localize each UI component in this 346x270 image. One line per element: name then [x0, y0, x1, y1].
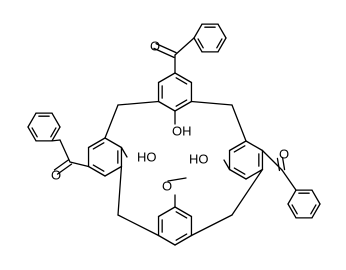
- methylene-bridge: [104, 104, 119, 139]
- left-ring-bond: [104, 165, 123, 177]
- carbonyl-double-bond-left: [53, 159, 70, 171]
- right-ring-bond: [245, 168, 264, 180]
- ketone-bond-left: [51, 139, 61, 142]
- top-ring-bond: [157, 72, 176, 84]
- benzoyl-phenyl-left-inner-bond: [50, 127, 57, 138]
- benzoyl-phenyl-top-inner-bond: [197, 38, 204, 49]
- benzoyl-phenyl-right-bond: [311, 189, 321, 205]
- methylene-bridge: [231, 168, 264, 216]
- right-ring-bond: [245, 140, 264, 152]
- hydroxyl-bond-left: [120, 146, 128, 158]
- bottom-ring-bond: [174, 206, 193, 218]
- benzoyl-phenyl-top-inner-bond: [216, 38, 223, 49]
- carbonyl-oxygen-label-top: O: [150, 39, 160, 54]
- top-ring-inner-bond: [175, 99, 188, 107]
- benzoyl-phenyl-left-inner-bond: [31, 127, 38, 138]
- bottom-ring-bond: [174, 234, 193, 246]
- ketone-bond-top: [174, 37, 195, 56]
- top-ring-bond: [174, 72, 193, 84]
- methylene-bridge: [190, 214, 233, 237]
- right-ring-inner-bond: [233, 145, 246, 153]
- benzoyl-phenyl-right-inner-bond: [310, 204, 317, 215]
- benzoyl-phenyl-right-inner-bond: [291, 204, 298, 215]
- benzoyl-phenyl-left-bond: [27, 126, 37, 142]
- right-ring-inner-bond: [233, 167, 246, 175]
- benzoyl-phenyl-right-bond: [311, 203, 321, 219]
- benzoyl-phenyl-top-bond: [193, 37, 203, 53]
- methylene-bridge: [231, 104, 247, 142]
- top-ring-inner-bond: [175, 77, 188, 85]
- carbonyl-oxygen-label-right: O: [279, 147, 289, 162]
- left-ring-bond: [104, 137, 123, 149]
- carbonyl-double-bond-right: [276, 157, 281, 172]
- methylene-bridge: [117, 100, 160, 106]
- left-ring-inner-bond: [92, 142, 105, 150]
- methyl-bond: [167, 177, 187, 182]
- bottom-ring-inner-bond: [175, 211, 188, 219]
- bond-lines: [27, 23, 321, 246]
- benzoyl-phenyl-right-bond: [287, 203, 297, 219]
- benzoyl-phenyl-left-bond: [51, 112, 61, 128]
- benzoyl-phenyl-left-bond: [27, 112, 37, 128]
- hydroxyl-bond-right: [223, 159, 231, 171]
- methoxy-oxygen-label: O: [162, 179, 172, 194]
- bottom-ring-bond: [157, 206, 176, 218]
- benzoyl-phenyl-right-bond: [287, 189, 297, 205]
- benzoyl-phenyl-top-bond: [193, 23, 203, 39]
- methylene-bridge: [190, 100, 233, 106]
- left-ring-inner-bond: [92, 164, 105, 172]
- ketone-bond-left: [59, 139, 71, 163]
- carbonyl-double-bond-top: [153, 47, 175, 59]
- methylene-bridge: [117, 165, 123, 216]
- benzoyl-phenyl-top-bond: [217, 37, 227, 53]
- right-ring-bond: [228, 168, 247, 180]
- left-ring-bond: [87, 137, 106, 149]
- hydroxyl-label-top: OH: [172, 124, 192, 139]
- left-ring-bond: [87, 165, 106, 177]
- carbonyl-double-bond-top: [155, 42, 177, 54]
- carbonyl-double-bond-right: [281, 156, 286, 171]
- benzoyl-phenyl-left-bond: [51, 126, 61, 142]
- hydroxyl-label-left: HO: [137, 150, 157, 165]
- top-ring-bond: [174, 100, 193, 112]
- ketone-bond-right: [281, 169, 297, 191]
- carbonyl-oxygen-label-left: O: [51, 168, 61, 183]
- right-ring-bond: [228, 140, 247, 152]
- ketone-bond-left: [69, 161, 90, 168]
- bottom-ring-inner-bond: [175, 233, 188, 241]
- top-ring-bond: [157, 100, 176, 112]
- methylene-bridge: [117, 214, 160, 237]
- hydroxyl-label-right: HO: [189, 152, 209, 167]
- benzoyl-phenyl-top-bond: [217, 23, 227, 39]
- bottom-ring-bond: [157, 234, 176, 246]
- carbonyl-double-bond-left: [56, 163, 73, 175]
